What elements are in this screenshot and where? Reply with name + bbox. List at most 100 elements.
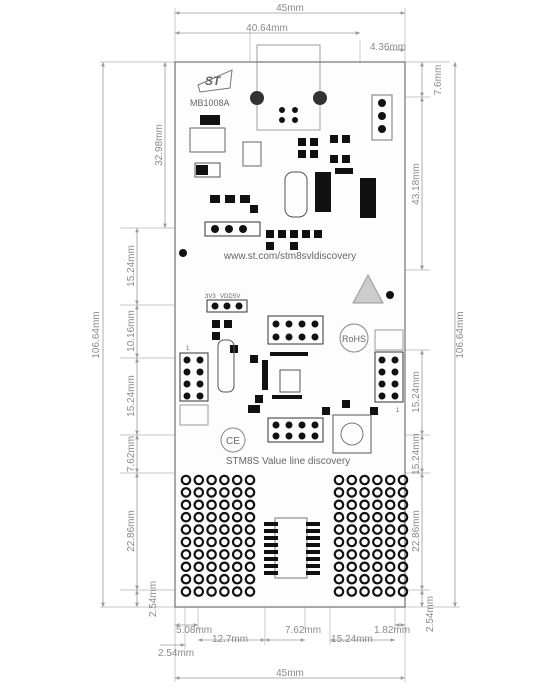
soic-lead xyxy=(306,522,320,526)
mcu-outline xyxy=(279,369,301,393)
proto-pad xyxy=(384,573,396,585)
soic-lead xyxy=(264,564,278,568)
dim-right-15-24-b: 15.24mm xyxy=(411,433,422,475)
proto-pad xyxy=(193,499,205,511)
proto-pad xyxy=(206,536,217,548)
proto-pad xyxy=(346,573,358,585)
proto-pad xyxy=(372,499,383,511)
proto-pad xyxy=(206,511,217,523)
center-header xyxy=(267,315,324,345)
rohs-mark: RoHS xyxy=(339,323,369,353)
soic-lead xyxy=(306,564,320,568)
proto-pad xyxy=(219,549,230,560)
proto-pad xyxy=(397,499,409,511)
proto-pad xyxy=(346,549,358,560)
proto-pad xyxy=(206,586,217,597)
svg-text:ST: ST xyxy=(205,74,222,88)
soic-lead xyxy=(264,543,278,547)
proto-pad xyxy=(219,487,230,498)
dim-left-2-54: 2.54mm xyxy=(148,581,159,617)
dim-bottom-5-08: 5.08mm xyxy=(176,625,212,636)
crystal-oscillator xyxy=(284,171,308,218)
proto-pad xyxy=(346,499,358,511)
proto-pad xyxy=(384,586,396,597)
dim-left-22-86: 22.86mm xyxy=(126,510,137,552)
proto-grid-left xyxy=(180,474,256,597)
proto-pad xyxy=(333,536,345,548)
dim-right-15-24-a: 15.24mm xyxy=(411,371,422,413)
proto-pad xyxy=(397,536,409,548)
proto-pad xyxy=(372,524,383,535)
ce-mark: CE xyxy=(220,427,246,453)
proto-pad xyxy=(206,487,217,498)
proto-pad xyxy=(231,474,243,486)
proto-pad xyxy=(231,573,243,585)
proto-pad xyxy=(397,586,409,597)
proto-pad xyxy=(372,561,383,573)
proto-pad xyxy=(206,573,217,585)
proto-pad xyxy=(333,561,345,573)
proto-pad xyxy=(193,586,205,597)
proto-pad xyxy=(219,561,230,573)
proto-pad xyxy=(193,573,205,585)
proto-pad xyxy=(359,573,370,585)
dim-total-width-bottom: 45mm xyxy=(276,668,304,679)
proto-pad xyxy=(359,487,370,498)
power-label-vdd: VDD xyxy=(220,294,233,300)
proto-pad xyxy=(244,536,256,548)
proto-pad xyxy=(206,561,217,573)
proto-pad xyxy=(384,536,396,548)
proto-pad xyxy=(346,561,358,573)
proto-pad xyxy=(219,586,230,597)
proto-pad xyxy=(372,573,383,585)
dim-bottom-7-62: 7.62mm xyxy=(285,625,321,636)
proto-pad xyxy=(244,511,256,523)
proto-pad xyxy=(244,549,256,560)
proto-pad xyxy=(359,549,370,560)
soic-lead xyxy=(264,571,278,575)
soic-lead xyxy=(264,529,278,533)
proto-pad xyxy=(359,499,370,511)
usb-connector xyxy=(250,44,327,131)
proto-pad xyxy=(219,499,230,511)
upper-components xyxy=(189,115,376,250)
proto-pad xyxy=(206,549,217,560)
proto-pad xyxy=(346,524,358,535)
left-header-pin1-label: 1 xyxy=(186,346,190,352)
proto-pad xyxy=(333,524,345,535)
dim-top-right-offset: 7.6mm xyxy=(433,65,444,96)
proto-pad xyxy=(244,573,256,585)
proto-pad xyxy=(219,536,230,548)
power-label-3v3: 3V3 xyxy=(205,294,216,300)
dim-bottom-1-82: 1.82mm xyxy=(374,625,410,636)
soic-lead xyxy=(306,543,320,547)
proto-pad xyxy=(231,586,243,597)
proto-pad xyxy=(333,487,345,498)
proto-pad xyxy=(333,474,345,486)
board-model-label: MB1008A xyxy=(190,98,230,108)
proto-pad xyxy=(193,524,205,535)
proto-pad xyxy=(219,511,230,523)
right-header xyxy=(374,329,404,403)
proto-pad xyxy=(397,511,409,523)
soic-lead xyxy=(306,529,320,533)
proto-grid-right xyxy=(333,474,409,597)
soic-lead xyxy=(306,571,320,575)
proto-pad xyxy=(180,561,192,573)
soic-lead xyxy=(264,550,278,554)
proto-pad xyxy=(397,549,409,560)
proto-pad xyxy=(206,474,217,486)
proto-pad xyxy=(359,536,370,548)
proto-pad xyxy=(384,524,396,535)
proto-pad xyxy=(244,487,256,498)
proto-pad xyxy=(397,573,409,585)
proto-pad xyxy=(244,561,256,573)
proto-pad xyxy=(244,586,256,597)
soic-lead xyxy=(264,522,278,526)
left-header xyxy=(179,352,209,426)
proto-pad xyxy=(244,474,256,486)
proto-pad xyxy=(333,586,345,597)
proto-pad xyxy=(384,549,396,560)
dim-right-offset: 4.36mm xyxy=(370,42,406,53)
proto-pad xyxy=(244,499,256,511)
